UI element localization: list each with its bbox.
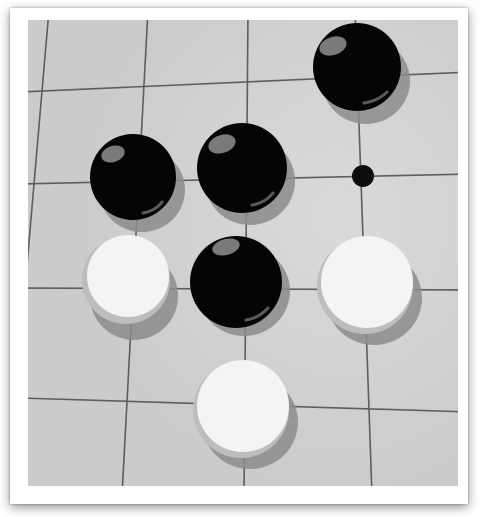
black-stone-center[interactable] xyxy=(190,236,282,328)
black-stone-left[interactable] xyxy=(90,134,176,220)
black-stone-top-right[interactable] xyxy=(313,23,401,111)
black-stone-center-top[interactable] xyxy=(197,123,287,213)
star-point xyxy=(352,165,374,187)
